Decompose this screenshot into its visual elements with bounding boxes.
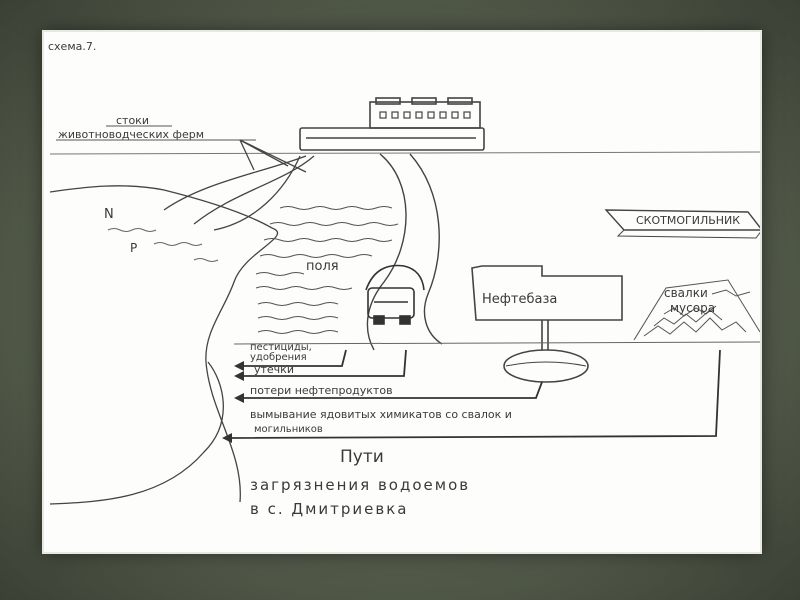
pollution-diagram: схема.7. стоки животноводче — [44, 32, 760, 552]
cattle-burial-label: СКОТМОГИЛЬНИК — [636, 214, 740, 227]
horizon-line — [50, 152, 760, 154]
farm-drains-label-2: животноводческих ферм — [58, 128, 204, 141]
landfill-label-1: свалки — [664, 286, 708, 300]
ground-line — [234, 342, 760, 344]
farm-drains-label-1: стоки — [116, 114, 149, 127]
oil-depot-building — [472, 266, 622, 382]
drawing-sheet: схема.7. стоки животноводче — [44, 32, 760, 552]
arrow-label-pesticides-2: удобрения — [250, 352, 307, 363]
water-ripples — [108, 229, 218, 262]
river-letter-n: N — [104, 207, 114, 222]
arrow-label-leaks: утечки — [254, 363, 294, 376]
oil-depot-label: Нефтебаза — [482, 292, 557, 307]
diagram-title-line3: в с. Дмитриевка — [250, 500, 409, 518]
scheme-label: схема.7. — [48, 40, 96, 53]
fields-label: поля — [306, 259, 339, 274]
arrowhead-pesticides — [234, 361, 244, 371]
arrowhead-oil-losses — [234, 393, 244, 403]
arrowhead-leaks — [234, 371, 244, 381]
river — [50, 156, 314, 504]
arrow-label-chemicals-1: вымывание ядовитых химикатов со свалок и — [250, 408, 512, 421]
ship-icon — [300, 98, 484, 150]
arrow-label-oil-losses: потери нефтепродуктов — [250, 384, 393, 397]
diagram-title-line2: загрязнения водоемов — [250, 476, 470, 494]
diagram-title-line1: Пути — [340, 447, 384, 467]
river-letter-p: P — [130, 241, 137, 255]
landfill-label-2: мусора — [670, 301, 715, 315]
arrow-label-chemicals-2: могильников — [254, 424, 323, 435]
